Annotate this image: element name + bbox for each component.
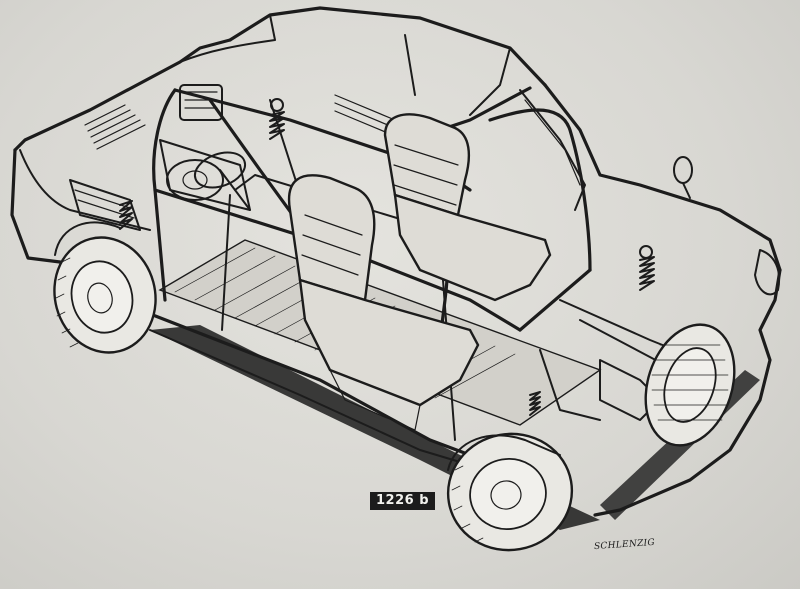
rear-seat (383, 113, 552, 302)
front-left-wheel (53, 236, 157, 354)
spare-wheel (644, 323, 736, 447)
rear-left-wheel (446, 432, 574, 552)
wheel-arches (54, 221, 561, 471)
steering-wheel (193, 151, 251, 211)
rear-suspension (529, 245, 701, 421)
figure-label: 1226 b (370, 492, 436, 510)
front-seat (287, 174, 480, 431)
